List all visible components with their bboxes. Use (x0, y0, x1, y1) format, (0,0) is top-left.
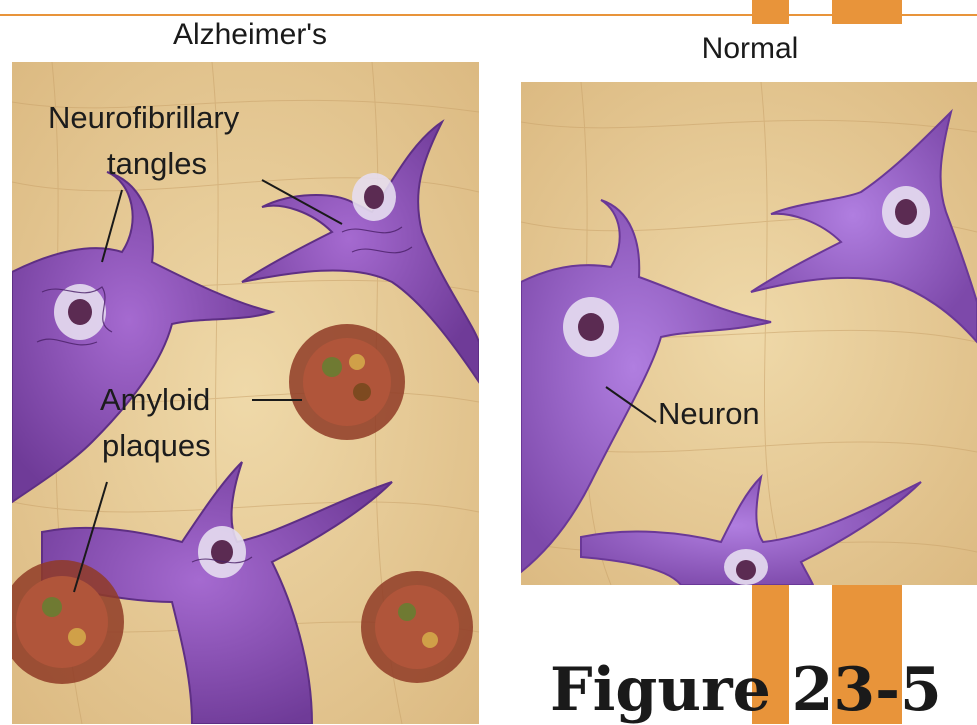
normal-tissue-illustration (521, 82, 977, 585)
alzheimers-tissue-illustration (12, 62, 479, 724)
neuron-label: Neuron (658, 398, 760, 431)
amyloid-plaque-center (289, 324, 405, 440)
normal-panel-title: Normal (640, 32, 860, 66)
normal-tissue-svg (521, 82, 977, 585)
neurofibrillary-label-line1: Neurofibrillary (48, 102, 239, 135)
neurofibrillary-label-line2: tangles (107, 148, 207, 181)
accent-bar-top-left (752, 0, 789, 24)
top-accent-line (0, 14, 977, 16)
amyloid-label-line2: plaques (102, 430, 211, 463)
amyloid-plaque-bottom-right (361, 571, 473, 683)
amyloid-label-line1: Amyloid (100, 384, 210, 417)
accent-bar-top-right (832, 0, 902, 24)
alzheimers-tissue-svg (12, 62, 479, 724)
figure-caption: Figure 23-5 (550, 655, 942, 725)
alzheimers-panel-title: Alzheimer's (120, 18, 380, 52)
